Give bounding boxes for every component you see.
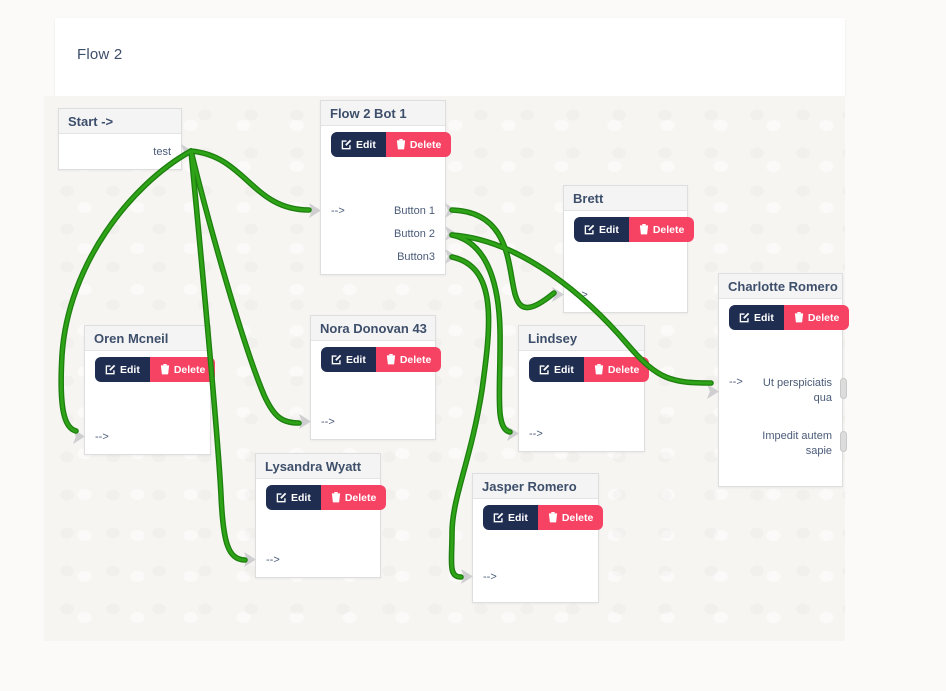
edit-button[interactable]: Edit [95,357,150,382]
delete-button[interactable]: Delete [783,305,850,330]
edit-button-label: Edit [120,363,140,376]
node-title: Lysandra Wyatt [256,454,380,479]
delete-button[interactable]: Delete [385,132,452,157]
delete-button-label: Delete [399,353,432,366]
edit-button-label: Edit [346,353,366,366]
edit-button[interactable]: Edit [529,357,584,382]
node-title: Flow 2 Bot 1 [321,101,445,126]
delete-button-label: Delete [344,491,377,504]
delete-button-label: Delete [807,311,840,324]
node-start[interactable]: Start -> test [58,108,193,170]
input-label: --> [729,376,743,388]
edit-pencil-icon [276,492,287,503]
node-title: Start -> [59,109,181,134]
node-flow-2-bot-1[interactable]: Flow 2 Bot 1 Edit Delete --> Button 1 Bu… [309,100,457,275]
node-title: Charlotte Romero [719,274,842,299]
output-connector[interactable] [840,378,847,399]
output-label: test [153,145,171,158]
output-label: Button3 [397,250,435,263]
edit-button[interactable]: Edit [321,347,376,372]
node-oren-mcneil[interactable]: Oren Mcneil Edit Delete --> [73,325,216,455]
node-nora-donovan-43[interactable]: Nora Donovan 43 Edit Delete --> [299,315,442,440]
edit-button-label: Edit [508,511,528,524]
edit-pencil-icon [493,512,504,523]
input-label: --> [321,415,335,428]
edit-button[interactable]: Edit [483,505,538,530]
edit-pencil-icon [341,139,352,150]
input-label: --> [331,204,345,217]
input-label: --> [574,288,588,301]
edit-button-label: Edit [356,138,376,151]
flow-header-card: Flow 2 [55,18,845,96]
output-label: Ut perspiciatis qua [762,377,832,404]
edit-pencil-icon [739,312,750,323]
node-title: Oren Mcneil [85,326,210,351]
delete-button-label: Delete [652,223,685,236]
input-label: --> [95,430,109,443]
node-brett[interactable]: Brett Edit Delete --> [552,185,695,313]
delete-button-label: Delete [561,511,594,524]
delete-button[interactable]: Delete [320,485,387,510]
delete-button[interactable]: Delete [149,357,216,382]
edit-button[interactable]: Edit [266,485,321,510]
output-connector[interactable] [840,431,847,452]
edit-button[interactable]: Edit [729,305,784,330]
edit-button-label: Edit [599,223,619,236]
edit-button-label: Edit [291,491,311,504]
delete-button[interactable]: Delete [628,217,695,242]
node-title: Brett [564,186,687,211]
edit-pencil-icon [584,224,595,235]
node-lindsey[interactable]: Lindsey Edit Delete --> [507,325,650,452]
edit-button[interactable]: Edit [331,132,386,157]
node-title: Lindsey [519,326,644,351]
edit-button[interactable]: Edit [574,217,629,242]
node-charlotte-romero[interactable]: Charlotte Romero Edit Delete --> Ut pers… [707,273,850,487]
edit-pencil-icon [105,364,116,375]
delete-button[interactable]: Delete [375,347,442,372]
node-lysandra-wyatt[interactable]: Lysandra Wyatt Edit Delete --> [244,453,387,578]
trash-icon [386,354,395,365]
input-label: --> [483,570,497,583]
trash-icon [160,364,169,375]
output-label: Button 2 [394,227,435,240]
input-label: --> [529,427,543,440]
trash-icon [594,364,603,375]
trash-icon [548,512,557,523]
trash-icon [639,224,648,235]
delete-button-label: Delete [173,363,206,376]
edit-pencil-icon [331,354,342,365]
edit-button-label: Edit [554,363,574,376]
delete-button-label: Delete [409,138,442,151]
edit-button-label: Edit [754,311,774,324]
delete-button[interactable]: Delete [537,505,604,530]
node-title: Jasper Romero [473,474,598,499]
node-title: Nora Donovan 43 [311,316,435,341]
page-title: Flow 2 [77,46,123,63]
trash-icon [794,312,803,323]
output-label: Impedit autem sapie [762,430,832,457]
input-label: --> [266,553,280,566]
trash-icon [331,492,340,503]
node-jasper-romero[interactable]: Jasper Romero Edit Delete --> [461,473,604,603]
delete-button-label: Delete [607,363,640,376]
edit-pencil-icon [539,364,550,375]
output-label: Button 1 [394,204,435,217]
delete-button[interactable]: Delete [583,357,650,382]
trash-icon [396,139,405,150]
